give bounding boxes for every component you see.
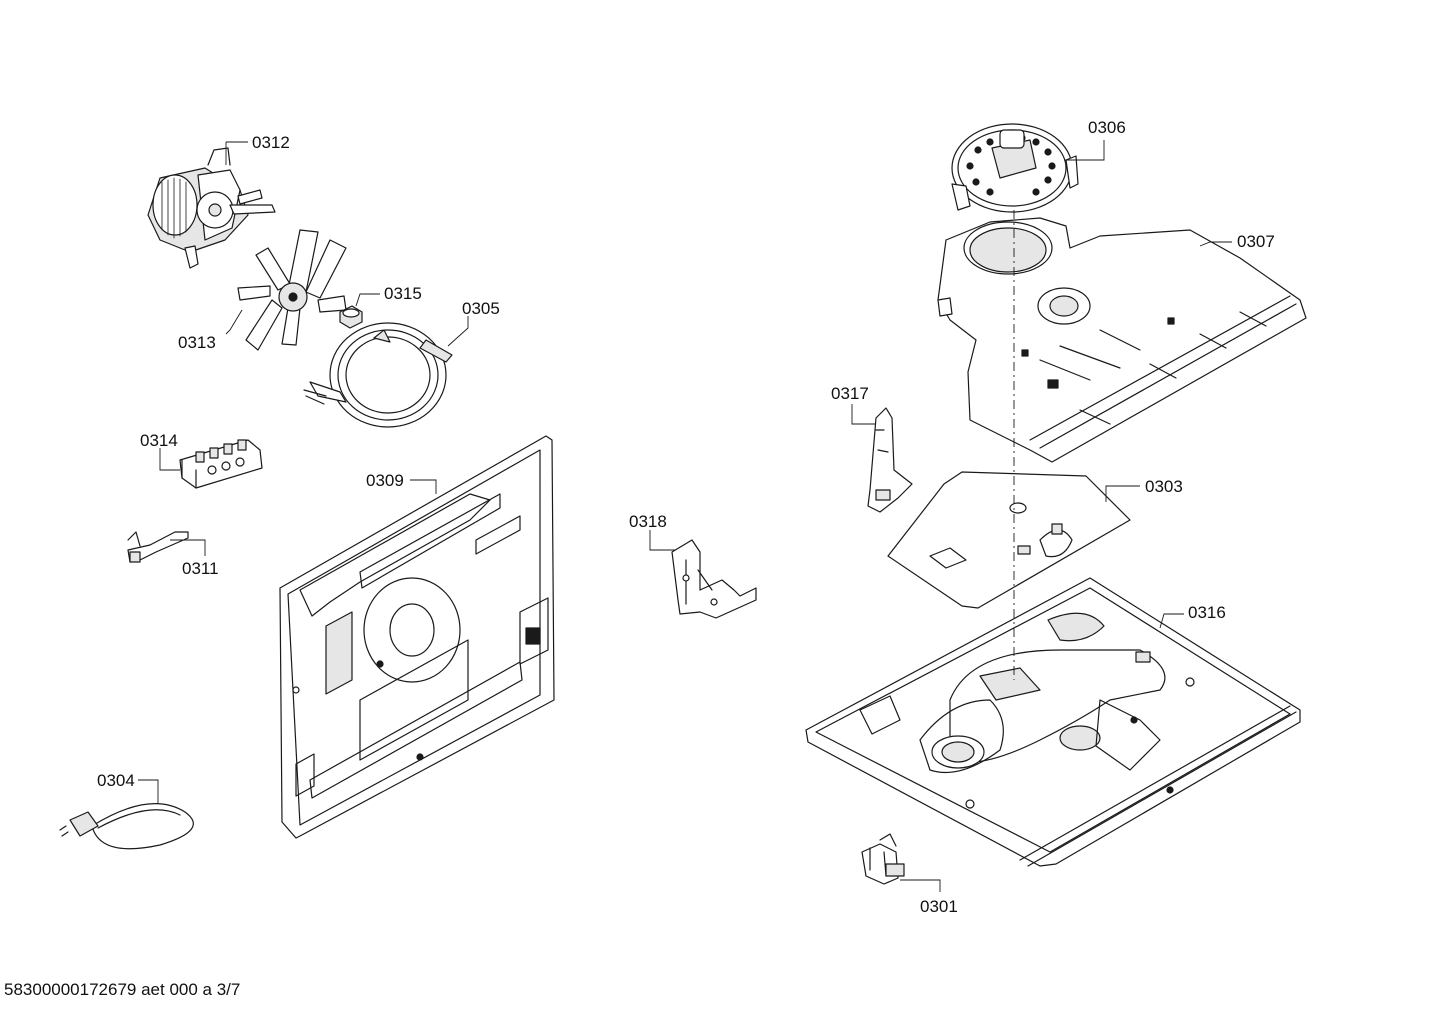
leader-0304 xyxy=(138,779,159,804)
leader-0318 xyxy=(649,530,676,551)
leader-0306 xyxy=(1064,140,1105,161)
part-0318-mounting-bracket[interactable] xyxy=(671,539,757,619)
callout-0318: 0318 xyxy=(629,512,667,531)
leader-0313 xyxy=(225,309,243,335)
leader-0307 xyxy=(1199,241,1232,247)
callout-0305: 0305 xyxy=(462,299,500,318)
part-0312-fan-motor[interactable] xyxy=(147,147,276,269)
callout-0313: 0313 xyxy=(178,333,216,352)
part-0304-power-cord[interactable] xyxy=(59,803,194,850)
part-0303-cover-plate[interactable] xyxy=(887,471,1131,609)
callout-0303: 0303 xyxy=(1145,477,1183,496)
callout-0315: 0315 xyxy=(384,284,422,303)
part-0305-ring-heater[interactable] xyxy=(303,322,453,428)
part-0315-nut[interactable] xyxy=(339,305,363,329)
document-id-footer: 58300000172679 aet 000 a 3/7 xyxy=(4,980,241,999)
leader-0301 xyxy=(900,879,941,892)
leader-0309 xyxy=(410,479,437,494)
leader-0305 xyxy=(447,316,469,347)
callout-0312: 0312 xyxy=(252,133,290,152)
part-0307-air-duct[interactable] xyxy=(937,217,1307,463)
part-0309-rear-panel[interactable] xyxy=(279,435,555,839)
leader-0315 xyxy=(355,293,380,307)
part-0301-latch-switch[interactable] xyxy=(861,833,905,885)
callout-0316: 0316 xyxy=(1188,603,1226,622)
callout-0317: 0317 xyxy=(831,384,869,403)
part-0316-base-plate[interactable] xyxy=(805,577,1301,867)
leader-0316 xyxy=(1159,613,1184,629)
callout-0301: 0301 xyxy=(920,897,958,916)
leader-0303 xyxy=(1105,485,1140,502)
callout-0311: 0311 xyxy=(182,559,219,578)
part-0314-terminal-block[interactable] xyxy=(179,439,263,489)
leader-0311 xyxy=(170,539,206,556)
part-0306-cooling-fan[interactable] xyxy=(951,123,1079,213)
callout-0314: 0314 xyxy=(140,431,178,450)
leader-0317 xyxy=(851,404,876,425)
part-0317-side-bracket[interactable] xyxy=(867,407,913,513)
part-0311-small-bracket[interactable] xyxy=(127,531,189,563)
callout-0307: 0307 xyxy=(1237,232,1275,251)
part-0313-fan-wheel[interactable] xyxy=(237,229,347,351)
callout-0304: 0304 xyxy=(97,771,135,790)
leader-0314 xyxy=(159,448,180,471)
callout-0306: 0306 xyxy=(1088,118,1126,137)
callout-0309: 0309 xyxy=(366,471,404,490)
